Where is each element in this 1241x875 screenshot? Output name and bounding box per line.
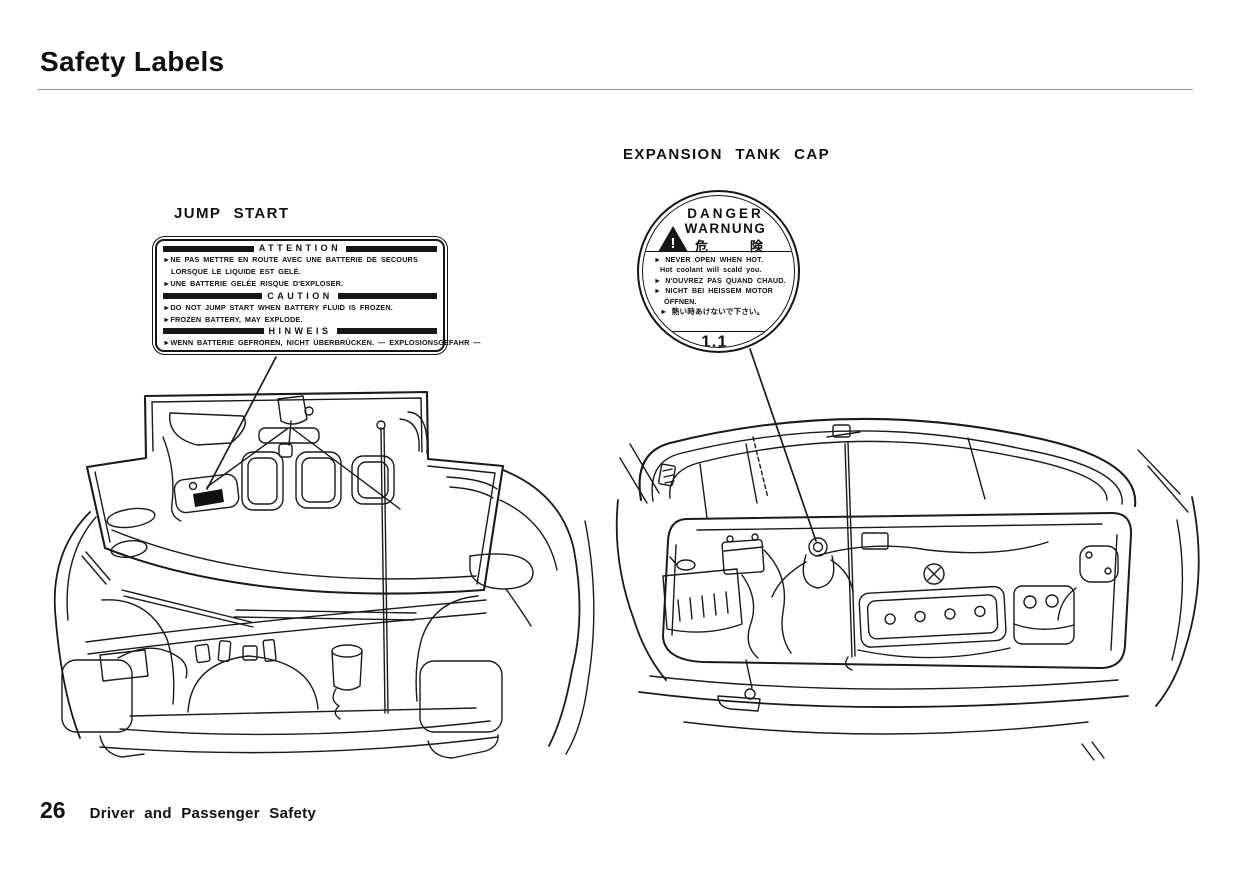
expansion-cap-leader-line [749, 348, 817, 542]
label-bar [337, 293, 437, 299]
jump-start-warning-label: ATTENTION ►NE PAS METTRE EN ROUTE AVEC U… [152, 236, 481, 355]
expansion-tank-heading: EXPANSION TANK CAP [623, 146, 830, 163]
attention-section-header: ATTENTION [163, 244, 438, 253]
label-bar [163, 328, 264, 335]
label-bar [163, 245, 254, 252]
cap-label-line: ► 熱い時あけないで下さい。 [660, 307, 765, 317]
cap-label-line: ► NICHT BEI HEISSEM MOTOR [654, 286, 773, 296]
warnung-title: WARNUNG [684, 221, 767, 236]
page-footer: 26 Driver and Passenger Safety [40, 797, 316, 824]
cap-label-line: Hot coolant will scald you. [660, 265, 762, 275]
label-line: ►UNE BATTERIE GELÉE RISQUE D'EXPLOSER. [163, 279, 344, 289]
label-bar [163, 293, 263, 299]
jump-start-label-location-marker [193, 489, 224, 507]
expansion-tank-cap-label-inner: DANGER WARNUNG ! 危 険 ► NEVER OPEN WHEN H… [642, 195, 795, 348]
label-line: ►WENN BATTERIE GEFROREN, NICHT ÜBERBRÜCK… [163, 338, 481, 347]
cap-warning-text-box: ► NEVER OPEN WHEN HOT. Hot coolant will … [643, 251, 794, 332]
svg-text:!: ! [671, 235, 676, 252]
torque-value: 1.1 [701, 332, 728, 348]
cap-label-line: ÖFFNEN. [664, 296, 697, 306]
label-line: LORSQUE LE LIQUIDE EST GELÉ. [171, 267, 301, 277]
cap-label-line: ► N'OUVREZ PAS QUAND CHAUD. [654, 275, 786, 285]
expansion-tank-cap-label: DANGER WARNUNG ! 危 険 ► NEVER OPEN WHEN H… [637, 190, 800, 353]
engine-bay-diagram [615, 417, 1200, 761]
jump-start-warning-label-inner: ATTENTION ►NE PAS METTRE EN ROUTE AVEC U… [155, 239, 481, 352]
danger-title: DANGER [687, 206, 764, 221]
label-line: ►FROZEN BATTERY, MAY EXPLODE. [163, 314, 303, 324]
hood-open-front-diagram [53, 390, 595, 759]
jump-start-leader-line [206, 356, 277, 490]
warning-triangle-icon: ! [658, 226, 688, 252]
page-number: 26 [40, 797, 66, 823]
cap-label-line: ► NEVER OPEN WHEN HOT. [654, 255, 764, 264]
title-rule [38, 89, 1193, 90]
label-bar [346, 245, 438, 252]
label-line: ►NE PAS METTRE EN ROUTE AVEC UNE BATTERI… [163, 255, 418, 265]
label-bar [336, 328, 438, 335]
page-title: Safety Labels [40, 46, 225, 77]
jump-start-heading: JUMP START [174, 205, 290, 222]
hinweis-section-header: HINWEIS [163, 326, 438, 336]
caution-section-header: CAUTION [163, 291, 437, 301]
footer-text: Driver and Passenger Safety [89, 805, 317, 822]
label-line: ►DO NOT JUMP START WHEN BATTERY FLUID IS… [163, 302, 393, 312]
